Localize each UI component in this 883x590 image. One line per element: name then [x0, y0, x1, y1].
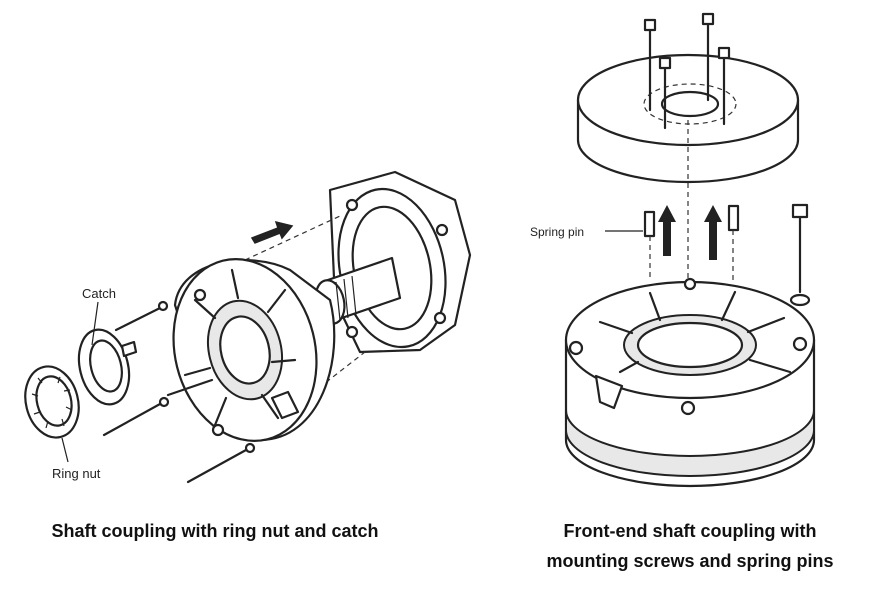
catch-label: Catch — [82, 286, 116, 301]
direction-arrow — [250, 220, 294, 244]
right-caption-line2: mounting screws and spring pins — [546, 551, 833, 571]
ring-nut — [24, 365, 80, 439]
right-caption-line1: Front-end shaft coupling with — [564, 521, 817, 541]
catch-leader — [91, 301, 99, 346]
left-caption: Shaft coupling with ring nut and catch — [52, 521, 379, 541]
side-screw — [789, 203, 811, 307]
rear-flange — [328, 170, 472, 354]
top-screws — [643, 12, 731, 130]
rotor-hub — [166, 258, 336, 442]
catch — [77, 328, 138, 406]
brake-base — [564, 277, 816, 488]
right-figure: Spring pin Front-end shaft coupling with… — [530, 12, 834, 571]
ring-nut-leader — [61, 437, 69, 463]
spring-pin-label: Spring pin — [530, 225, 584, 239]
front-end-disc — [576, 53, 800, 184]
ring-nut-label: Ring nut — [52, 466, 101, 481]
spring-pins — [643, 120, 740, 290]
left-figure: Catch Ring nut Shaft coupling with ring … — [24, 170, 472, 541]
mounting-screws-left — [102, 300, 256, 484]
